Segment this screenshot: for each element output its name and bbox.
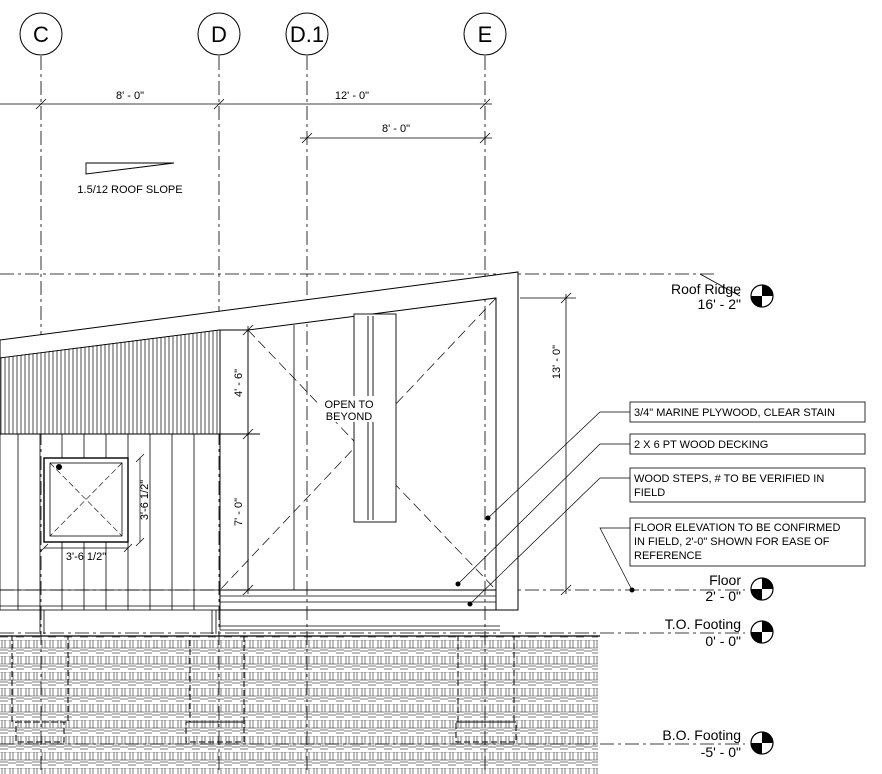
level-elev-bo-footing: -5' - 0"	[701, 744, 741, 760]
note-floor-elevation: FLOOR ELEVATION TO BE CONFIRMED IN FIELD…	[599, 517, 866, 593]
open-to-beyond-line1: OPEN TO	[324, 399, 374, 411]
grid-bubble-d: D	[197, 12, 241, 56]
level-tag-roof-ridge: Roof Ridge 16' - 2"	[671, 273, 774, 312]
dim-lower-height: 7' - 0"	[233, 498, 245, 526]
level-name-to-footing: T.O. Footing	[665, 616, 741, 632]
level-elev-floor: 2' - 0"	[705, 588, 741, 604]
note-steps-line1: WOOD STEPS, # TO BE VERIFIED IN	[634, 473, 824, 485]
dim-window-width: 3'-6 1/2"	[66, 551, 106, 563]
grid-bubble-e: E	[463, 12, 507, 56]
note-floor-elev-line2: IN FIELD, 2'-0" SHOWN FOR EASE OF	[634, 536, 830, 548]
note-plywood: 3/4" MARINE PLYWOOD, CLEAR STAIN	[485, 401, 866, 521]
level-tag-bo-footing: B.O. Footing -5' - 0"	[662, 727, 774, 760]
grid-label-c: C	[33, 22, 49, 47]
grid-label-e: E	[478, 22, 493, 47]
level-elev-to-footing: 0' - 0"	[705, 633, 741, 649]
grid-bubble-d1: D.1	[285, 12, 329, 56]
level-tag-floor: Floor 2' - 0"	[705, 572, 774, 604]
footings	[11, 635, 517, 743]
dim-d1-to-e: 8' - 0"	[382, 123, 410, 135]
open-to-beyond-line2: BEYOND	[326, 411, 373, 423]
dim-wall-height: 13' - 0"	[551, 345, 563, 379]
note-floor-elev-line1: FLOOR ELEVATION TO BE CONFIRMED	[634, 522, 840, 534]
note-steps-line2: FIELD	[634, 487, 665, 499]
level-elev-roof-ridge: 16' - 2"	[698, 296, 741, 312]
note-floor-elev-line3: REFERENCE	[634, 550, 702, 562]
window-dimensions	[39, 453, 145, 553]
window	[43, 457, 129, 543]
level-name-roof-ridge: Roof Ridge	[671, 281, 741, 297]
level-tag-to-footing: T.O. Footing 0' - 0"	[665, 616, 774, 649]
note-steps: WOOD STEPS, # TO BE VERIFIED IN FIELD	[467, 467, 866, 607]
grid-label-d1: D.1	[290, 22, 324, 47]
earth-hatch	[0, 636, 598, 774]
level-name-floor: Floor	[709, 572, 741, 588]
roof-slope-symbol	[85, 162, 175, 175]
dim-upper-height: 4' - 6"	[233, 369, 245, 397]
note-decking-text: 2 X 6 PT WOOD DECKING	[634, 439, 768, 451]
dim-window-height: 3'-6 1/2"	[139, 480, 151, 520]
grid-label-d: D	[211, 22, 227, 47]
dim-c-to-d: 8' - 0"	[116, 90, 144, 102]
roof-slope-label: 1.5/12 ROOF SLOPE	[77, 184, 182, 196]
dimension-string-top	[0, 98, 492, 144]
dim-d-to-e: 12' - 0"	[335, 90, 369, 102]
note-decking: 2 X 6 PT WOOD DECKING	[455, 433, 866, 587]
note-plywood-text: 3/4" MARINE PLYWOOD, CLEAR STAIN	[634, 407, 835, 419]
level-lines	[0, 273, 745, 745]
level-name-bo-footing: B.O. Footing	[662, 727, 741, 743]
grid-bubble-c: C	[19, 12, 63, 56]
